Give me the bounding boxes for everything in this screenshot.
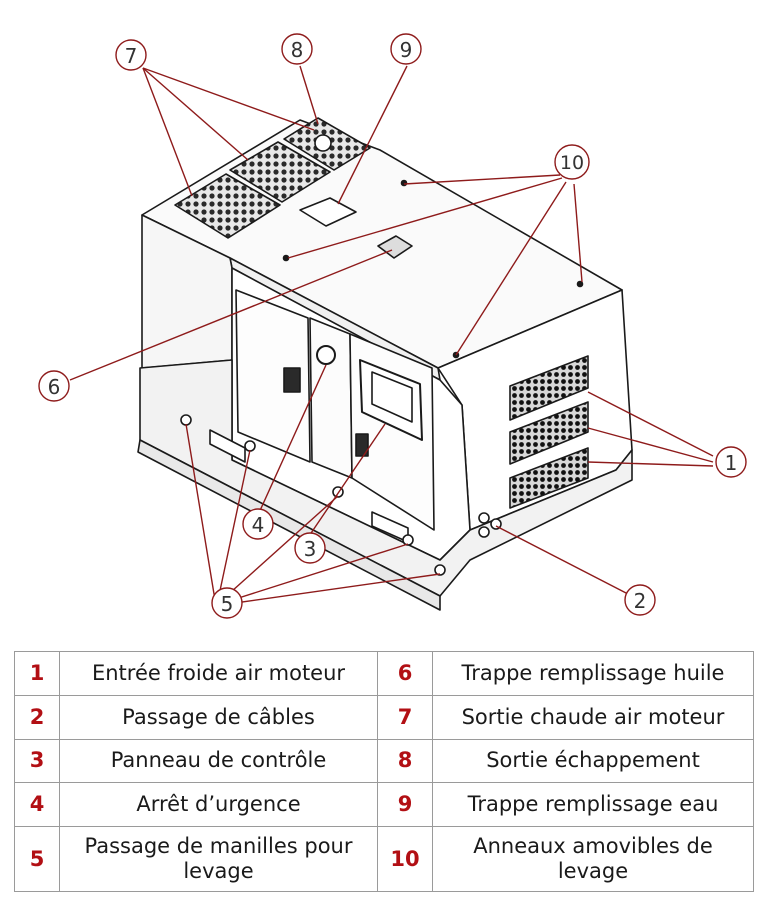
- legend-number: 9: [377, 782, 433, 828]
- cable-gland-1: [478, 512, 490, 524]
- legend-label: Panneau de contrôle: [59, 738, 378, 784]
- legend-label: Sortie chaude air moteur: [432, 694, 754, 740]
- legend-label: Trappe remplissage eau: [432, 782, 754, 828]
- forklift-pocket-left: [209, 429, 246, 463]
- legend-label: Trappe remplissage huile: [432, 651, 754, 696]
- leader-lines: [69, 65, 714, 605]
- legend-row: 5 Passage de manilles pour levage 10 Ann…: [14, 826, 754, 892]
- generator-diagram: 1 2 3 4 5 6 7 8 9 10: [38, 33, 747, 619]
- callout-8: 8: [291, 38, 304, 62]
- emergency-stop: [316, 345, 336, 365]
- legend-label: Arrêt d’urgence: [59, 782, 378, 828]
- callout-5-circle: [211, 587, 243, 619]
- legend-number: 3: [14, 738, 60, 784]
- callout-4: 4: [252, 513, 265, 537]
- air-inlet-grille-bottom: [509, 447, 589, 509]
- legend-number: 2: [14, 694, 60, 740]
- callout-7-circle: [115, 39, 147, 71]
- oil-fill-hatch: [377, 235, 413, 259]
- legend-number: 6: [377, 651, 433, 696]
- generator-enclosure: [137, 117, 633, 611]
- legend-row: 3 Panneau de contrôle 8 Sortie échappeme…: [14, 738, 754, 784]
- front-door-middle: [309, 317, 353, 479]
- callout-10: 10: [560, 152, 584, 174]
- legend-label: Anneaux amovibles de levage: [432, 826, 754, 892]
- callout-1: 1: [725, 451, 738, 475]
- legend-number: 10: [377, 826, 433, 892]
- callout-3: 3: [304, 537, 317, 561]
- callout-2: 2: [634, 589, 647, 613]
- callout-1-circle: [715, 446, 747, 478]
- legend-table: 1 Entrée froide air moteur 6 Trappe remp…: [14, 651, 754, 892]
- air-inlet-grille-mid: [509, 401, 589, 465]
- front-door-left: [235, 289, 311, 463]
- legend-number: 1: [14, 651, 60, 696]
- callouts: [38, 33, 747, 619]
- callout-7: 7: [125, 44, 138, 68]
- legend-row: 4 Arrêt d’urgence 9 Trappe remplissage e…: [14, 782, 754, 828]
- callout-8-circle: [281, 33, 313, 65]
- legend-label: Passage de câbles: [59, 694, 378, 740]
- exhaust-pipe: [314, 134, 332, 152]
- callout-labels: 1 2 3 4 5 6 7 8 9 10: [48, 38, 738, 616]
- cable-gland-2: [490, 518, 502, 530]
- legend-number: 4: [14, 782, 60, 828]
- legend-number: 7: [377, 694, 433, 740]
- air-outlet-grille-2: [229, 141, 331, 203]
- callout-4-circle: [242, 508, 274, 540]
- callout-9: 9: [400, 38, 413, 62]
- water-fill-hatch: [299, 197, 357, 227]
- legend-number: 8: [377, 738, 433, 784]
- legend-label: Entrée froide air moteur: [59, 651, 378, 696]
- callout-10-circle: [554, 144, 590, 180]
- callout-5: 5: [221, 592, 234, 616]
- air-inlet-grille-top: [509, 355, 589, 421]
- callout-6-circle: [38, 370, 70, 402]
- callout-9-circle: [390, 33, 422, 65]
- legend-number: 5: [14, 826, 60, 892]
- callout-2-circle: [624, 584, 656, 616]
- cable-gland-3: [478, 526, 490, 538]
- legend-label: Sortie échappement: [432, 738, 754, 784]
- callout-6: 6: [48, 375, 61, 399]
- legend-row: 1 Entrée froide air moteur 6 Trappe remp…: [14, 651, 754, 696]
- callout-3-circle: [294, 532, 326, 564]
- air-outlet-grille-1: [174, 173, 281, 239]
- legend-row: 2 Passage de câbles 7 Sortie chaude air …: [14, 694, 754, 740]
- legend-label: Passage de manilles pour levage: [59, 826, 378, 892]
